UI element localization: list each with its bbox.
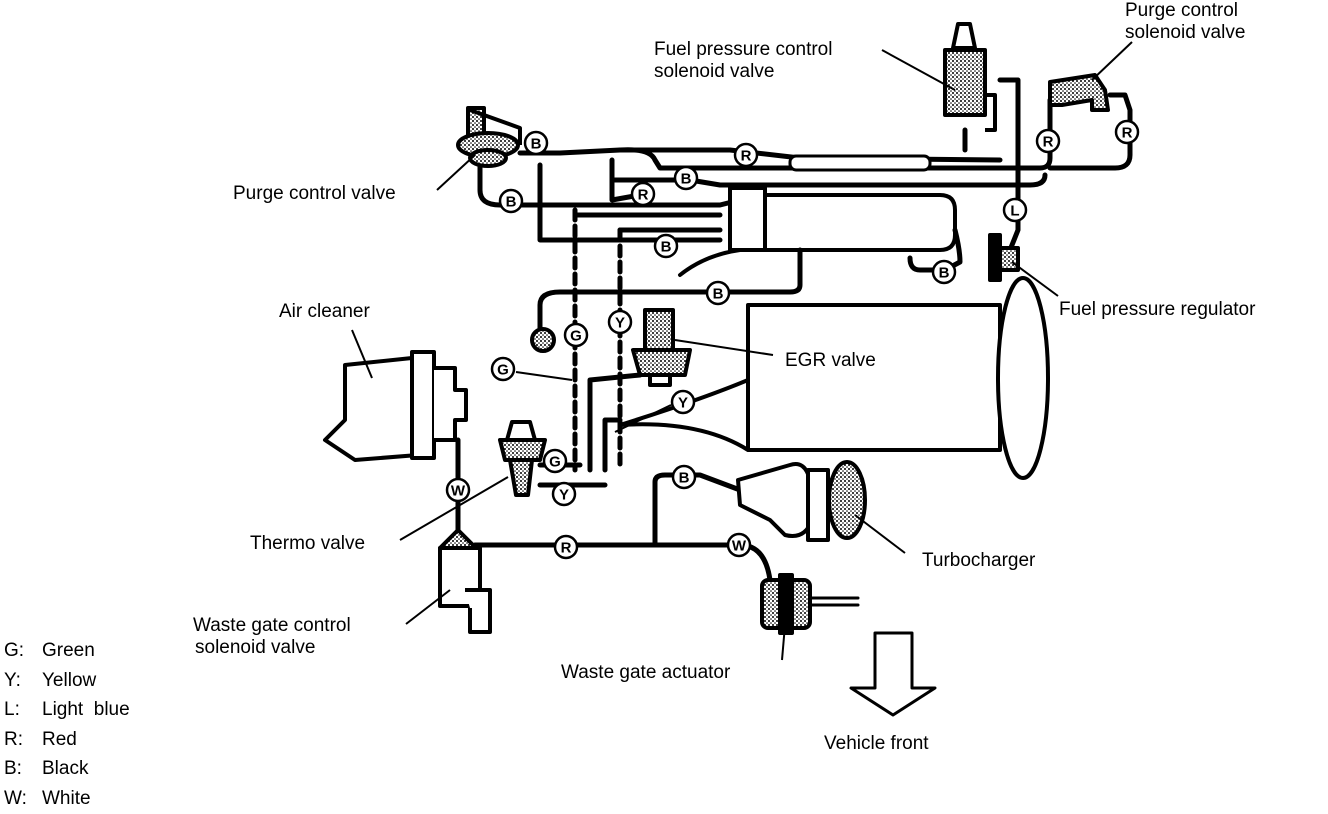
hose-tag-letter: R [1043, 134, 1054, 151]
egr-valve-shape [631, 308, 692, 387]
waste-gate-control-label: Waste gate control solenoid valve [193, 615, 351, 658]
pipe-bundle [788, 154, 932, 172]
hose-tag-letter: W [732, 538, 747, 555]
hose-tag-y: Y [670, 389, 696, 415]
legend-row: R:Red [4, 728, 77, 750]
turbocharger-label: Turbocharger [922, 550, 1036, 571]
fuel-pressure-control-solenoid-shape [943, 22, 997, 132]
hose-tag-letter: B [531, 136, 542, 153]
intake-plenum [758, 193, 957, 252]
hose-tag-letter: B [506, 194, 517, 211]
hose-upper-connect [572, 212, 723, 233]
color-legend: G:Green Y:Yellow L:Light blue R:Red B:Bl… [4, 636, 130, 814]
hose-tag-letter: B [681, 171, 692, 188]
hose-tag-r: R [553, 534, 579, 560]
fuel-pressure-regulator-label: Fuel pressure regulator [1059, 299, 1256, 320]
hose-tag-letter: L [1010, 203, 1019, 220]
hose-tag-r: R [1035, 128, 1061, 154]
hose-tag-letter: B [679, 470, 690, 487]
hose-tag-b: B [673, 165, 699, 191]
thermo-valve-label: Thermo valve [250, 533, 366, 554]
hose-r-main [517, 197, 743, 208]
hose-fp-right [997, 77, 1021, 253]
turbocharger-shape [736, 460, 867, 542]
hose-purge-to-intake [609, 157, 643, 203]
intake-body-shape [618, 276, 1050, 480]
egr-valve-label: EGR valve [785, 350, 876, 371]
hose-tag-b: B [671, 464, 697, 490]
hose-tag-letter: R [1122, 125, 1133, 142]
legend-row: L:Light blue [4, 699, 130, 721]
purge-control-valve-label: Purge control valve [233, 183, 396, 204]
hose-tag-letter: B [661, 239, 672, 256]
hose-egr-g [587, 372, 643, 473]
hose-tag-r: R [733, 142, 759, 168]
waste-gate-actuator-label: Waste gate actuator [561, 662, 731, 683]
legend-row: W:White [4, 787, 91, 809]
air-cleaner-shape [323, 350, 468, 462]
hose-r-wastegate [472, 542, 773, 583]
hose-tag-g: G [563, 322, 589, 348]
hose-tag-letter: B [713, 286, 724, 303]
thermo-valve-shape [498, 420, 547, 497]
air-cleaner-label: Air cleaner [279, 301, 370, 322]
hose-tag-letter: W [451, 483, 466, 500]
hose-tag-b: B [498, 188, 524, 214]
actuator-rod [808, 596, 860, 607]
leader-lines [351, 41, 1133, 661]
purge-control-solenoid-label: Purge control solenoid valve [1125, 0, 1246, 43]
hose-tag-letter: G [497, 362, 509, 379]
plenum-connector [728, 186, 767, 252]
vehicle-front-arrow-icon [849, 631, 937, 717]
hose-tag-letter: R [561, 540, 572, 557]
fuel-pressure-control-label: Fuel pressure control solenoid valve [654, 39, 833, 82]
hose-tag-g: G [542, 448, 568, 474]
hose-tag-letter: G [549, 454, 561, 471]
hose-tag-y: Y [551, 481, 577, 507]
hose-tag-r: R [1114, 119, 1140, 145]
hose-tag-b: B [705, 280, 731, 306]
hose-tag-b: B [523, 130, 549, 156]
hose-tag-b: B [653, 233, 679, 259]
purge-control-valve-shape [456, 106, 522, 168]
hose-egr-y [602, 417, 623, 473]
fuel-pressure-regulator-shape [988, 233, 1020, 282]
hose-tag-letter: R [741, 148, 752, 165]
hose-tag-y: Y [607, 309, 633, 335]
hose-tag-letter: Y [678, 395, 688, 412]
hose-tag-letter: Y [559, 487, 569, 504]
vehicle-front-label: Vehicle front [824, 733, 929, 754]
hose-tag-letter: G [570, 328, 582, 345]
legend-row: B:Black [4, 758, 89, 780]
hose-b-turbo [652, 472, 743, 548]
hose-tag-l: L [1002, 197, 1028, 223]
hose-tag-letter: Y [615, 315, 625, 332]
hose-tag-r: R [630, 181, 656, 207]
hose-tag-letter: R [638, 187, 649, 204]
hose-tag-g: G [490, 356, 516, 382]
hose-tag-b: B [931, 259, 957, 285]
legend-row: Y:Yellow [4, 669, 97, 691]
vacuum-fitting [530, 327, 556, 353]
hose-tag-w: W [726, 532, 752, 558]
waste-gate-actuator-shape [760, 573, 812, 635]
hose-b-lower [537, 247, 803, 338]
hose-b-mid [609, 172, 1048, 188]
waste-gate-solenoid-shape [438, 528, 492, 634]
egr-pipe-arc [678, 248, 742, 277]
legend-row: G:Green [4, 640, 95, 661]
hose-tag-w: W [445, 477, 471, 503]
components [323, 22, 1110, 717]
hose-tag-letter: B [939, 265, 950, 282]
purge-control-solenoid-shape [1048, 73, 1110, 112]
